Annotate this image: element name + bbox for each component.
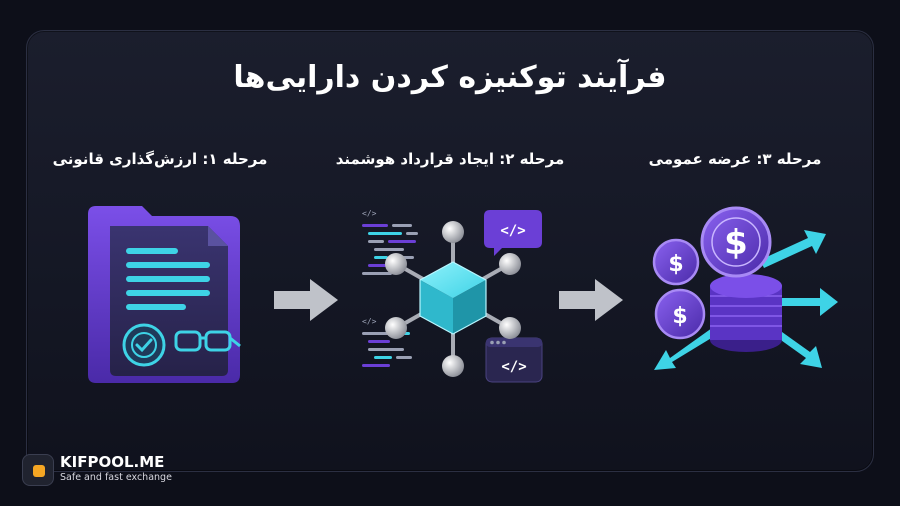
coin-distribution-icon: $ $ $ — [652, 206, 838, 370]
code-window-text: </> — [501, 359, 526, 375]
step-3-label: مرحله ۳: عرضه عمومی — [648, 150, 822, 168]
svg-text:$: $ — [672, 304, 687, 329]
svg-text:</>: </> — [362, 317, 377, 326]
smart-contract-node-icon: </> </> </> </> — [362, 209, 543, 383]
right-arrow-icon — [559, 279, 623, 321]
brand-tagline: Safe and fast exchange — [60, 472, 172, 483]
brand-name: KIFPOOL.ME — [60, 453, 165, 471]
svg-text:$: $ — [668, 252, 683, 277]
step-1-label: مرحله ۱: ارزش‌گذاری قانونی — [52, 150, 268, 168]
right-arrow-icon — [274, 279, 338, 321]
step-2-label: مرحله ۲: ایجاد قرارداد هوشمند — [335, 150, 565, 168]
legal-document-icon — [88, 206, 241, 383]
kifpool-logo-icon — [22, 454, 54, 486]
page-title: فرآیند توکنیزه کردن دارایی‌ها — [233, 60, 667, 95]
svg-text:$: $ — [724, 223, 748, 263]
svg-text:</>: </> — [362, 209, 377, 218]
brand-logo[interactable]: KIFPOOL.ME Safe and fast exchange — [22, 450, 222, 490]
code-badge-text: </> — [500, 223, 525, 239]
